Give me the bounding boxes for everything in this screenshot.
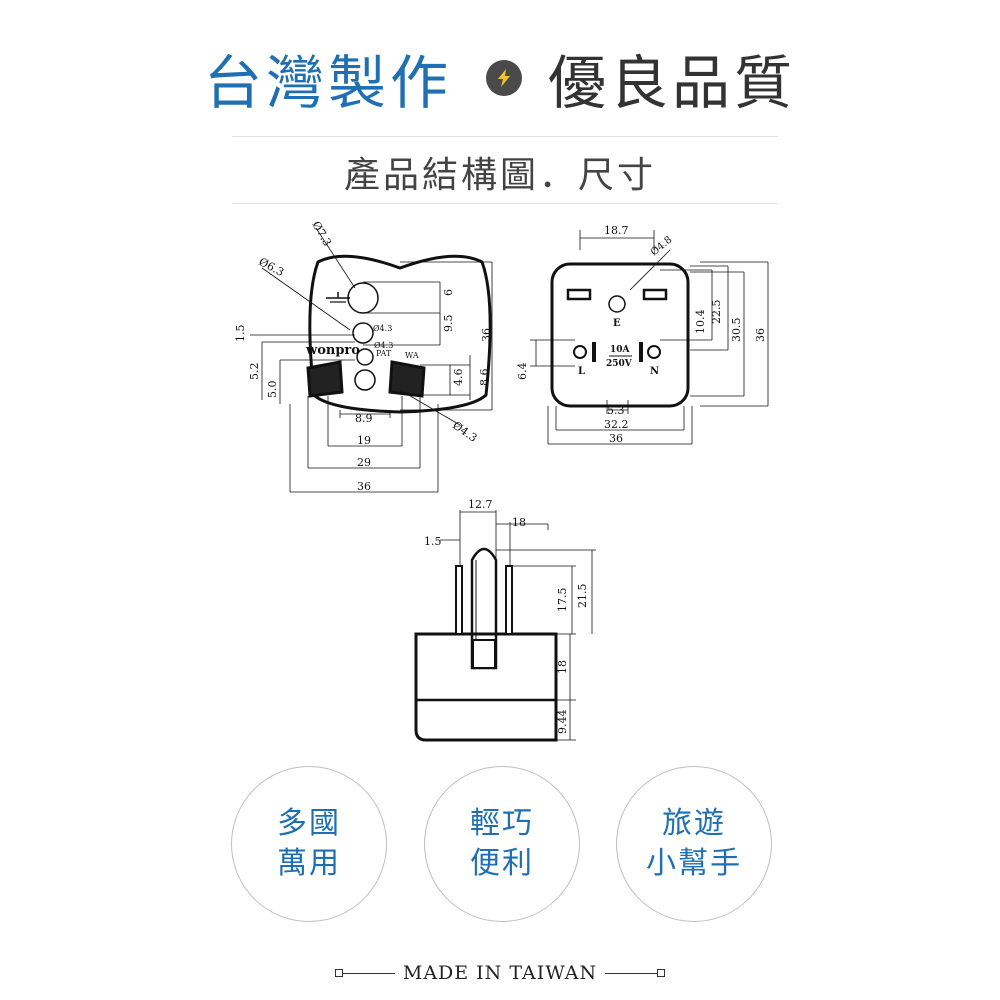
dim-label: 18.7 <box>604 224 629 237</box>
lightning-bolt-icon <box>486 60 522 96</box>
divider-top <box>232 136 778 137</box>
dim-label: 1.5 <box>424 535 442 548</box>
dim-label: 5.2 <box>248 363 261 381</box>
feature-line: 旅遊 <box>662 806 726 841</box>
dim-label: 18 <box>556 660 569 674</box>
dim-label: 4.6 <box>452 369 465 387</box>
dim-label: Ø4.3 <box>373 324 392 333</box>
header-title: 台灣製作 優良品質 <box>0 38 1000 118</box>
dim-label: 12.7 <box>468 498 493 511</box>
footer-line-right <box>605 972 658 974</box>
dim-label: 22.5 <box>710 300 723 325</box>
dim-label: 8.9 <box>355 412 373 425</box>
brand-label: wonpro <box>305 343 360 358</box>
dim-label: 9.5 <box>442 315 455 333</box>
dim-label: 6.4 <box>516 363 529 381</box>
square-ornament-icon <box>334 969 343 977</box>
feature-line: 輕巧 <box>470 806 534 841</box>
rating-current: 10A <box>610 345 631 355</box>
footer: MADE IN TAIWAN <box>0 958 1000 988</box>
feature-circle-travel: 旅遊 小幫手 <box>616 766 772 922</box>
feature-line: 便利 <box>470 846 534 881</box>
dim-label: 5.3 <box>607 404 625 417</box>
dim-label: 17.5 <box>556 588 569 613</box>
dim-label: 19 <box>357 434 371 447</box>
dim-label: 10.4 <box>694 310 707 335</box>
square-ornament-icon <box>657 969 666 977</box>
product-dimension-drawing: wonpro Ø7.3 Ø6.3 Ø4.3 Ø4.3 Ø4.3 PAT WA 6… <box>234 219 769 742</box>
dim-label: 36 <box>357 480 371 493</box>
dim-label: Ø7.3 <box>309 219 334 248</box>
dim-label: Ø4.3 <box>450 419 479 445</box>
earth-label: E <box>613 318 621 329</box>
dim-label: 21.5 <box>576 584 589 609</box>
dim-label: 9.44 <box>556 710 569 735</box>
feature-line: 萬用 <box>277 846 341 881</box>
dim-label: 5.0 <box>266 381 279 399</box>
divider-bottom <box>232 203 778 204</box>
dim-label: 6 <box>442 289 455 296</box>
header-right-text: 優良品質 <box>548 49 797 117</box>
dim-label: 30.5 <box>730 318 743 343</box>
dim-label: 36 <box>480 328 493 342</box>
side-view-drawing <box>414 510 596 742</box>
rating-voltage: 250V <box>606 359 633 369</box>
feature-line: 小幫手 <box>646 846 742 881</box>
dim-label: 8.6 <box>478 369 491 387</box>
feature-line: 多國 <box>277 806 341 841</box>
dim-label: 36 <box>754 328 767 342</box>
dim-label: WA <box>405 351 419 360</box>
dim-label: 29 <box>357 456 371 469</box>
live-label: L <box>578 366 585 377</box>
made-in-taiwan-label: MADE IN TAIWAN <box>402 962 598 984</box>
feature-circle-universal: 多國 萬用 <box>231 766 387 922</box>
dim-label: 18 <box>512 516 526 529</box>
dim-label: 1.5 <box>234 325 247 343</box>
dim-label: Ø6.3 <box>257 255 287 279</box>
section-subtitle: 產品結構圖．尺寸 <box>343 155 656 196</box>
footer-line-left <box>342 972 395 974</box>
feature-circle-portable: 輕巧 便利 <box>424 766 580 922</box>
header-left-text: 台灣製作 <box>203 49 452 117</box>
front-view-drawing <box>250 227 493 493</box>
neutral-label: N <box>650 366 659 377</box>
back-view-drawing <box>530 230 769 445</box>
dim-label: 36 <box>609 432 623 445</box>
dim-label: PAT <box>376 349 392 358</box>
dim-label: Ø4.3 <box>374 341 393 350</box>
dim-label: 32.2 <box>604 418 629 431</box>
